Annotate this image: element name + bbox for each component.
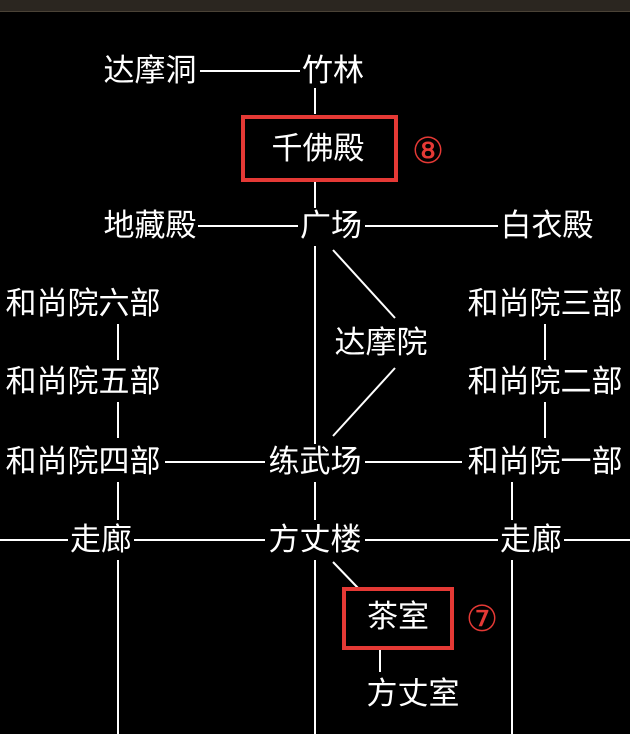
room-zhulin[interactable]: 竹林 bbox=[302, 53, 364, 89]
room-guangchang[interactable]: 广场 bbox=[300, 208, 362, 244]
room-zoulang-right[interactable]: 走廊 bbox=[500, 522, 562, 558]
room-damoyuan[interactable]: 达摩院 bbox=[334, 325, 428, 361]
room-heshangyuan-5[interactable]: 和尚院五部 bbox=[5, 364, 161, 400]
room-heshangyuan-4[interactable]: 和尚院四部 bbox=[5, 444, 161, 480]
top-window-bar bbox=[0, 0, 630, 12]
room-dizangdian[interactable]: 地藏殿 bbox=[103, 208, 197, 244]
path-guangchang-damoyuan bbox=[332, 249, 396, 319]
marker-8: ⑧ bbox=[411, 131, 445, 172]
room-baiyidian[interactable]: 白衣殿 bbox=[500, 208, 594, 244]
room-lianwuchang[interactable]: 练武场 bbox=[268, 444, 362, 480]
room-chashi[interactable]: 茶室 bbox=[367, 599, 429, 635]
qianfodian-highlight-box bbox=[241, 115, 398, 182]
room-damodong[interactable]: 达摩洞 bbox=[103, 53, 197, 89]
room-heshangyuan-1[interactable]: 和尚院一部 bbox=[467, 444, 623, 480]
room-heshangyuan-2[interactable]: 和尚院二部 bbox=[467, 364, 623, 400]
room-zoulang-left[interactable]: 走廊 bbox=[70, 522, 132, 558]
room-fangzhangshi[interactable]: 方丈室 bbox=[366, 676, 460, 712]
path-fangzhanglou-chashi bbox=[332, 561, 359, 589]
path-damoyuan-lianwuchang bbox=[332, 367, 396, 437]
room-fangzhanglou[interactable]: 方丈楼 bbox=[268, 522, 362, 558]
marker-7: ⑦ bbox=[465, 599, 499, 640]
room-heshangyuan-3[interactable]: 和尚院三部 bbox=[467, 286, 623, 322]
room-heshangyuan-6[interactable]: 和尚院六部 bbox=[5, 286, 161, 322]
chashi-highlight-box bbox=[342, 587, 454, 650]
room-qianfodian[interactable]: 千佛殿 bbox=[271, 131, 365, 167]
